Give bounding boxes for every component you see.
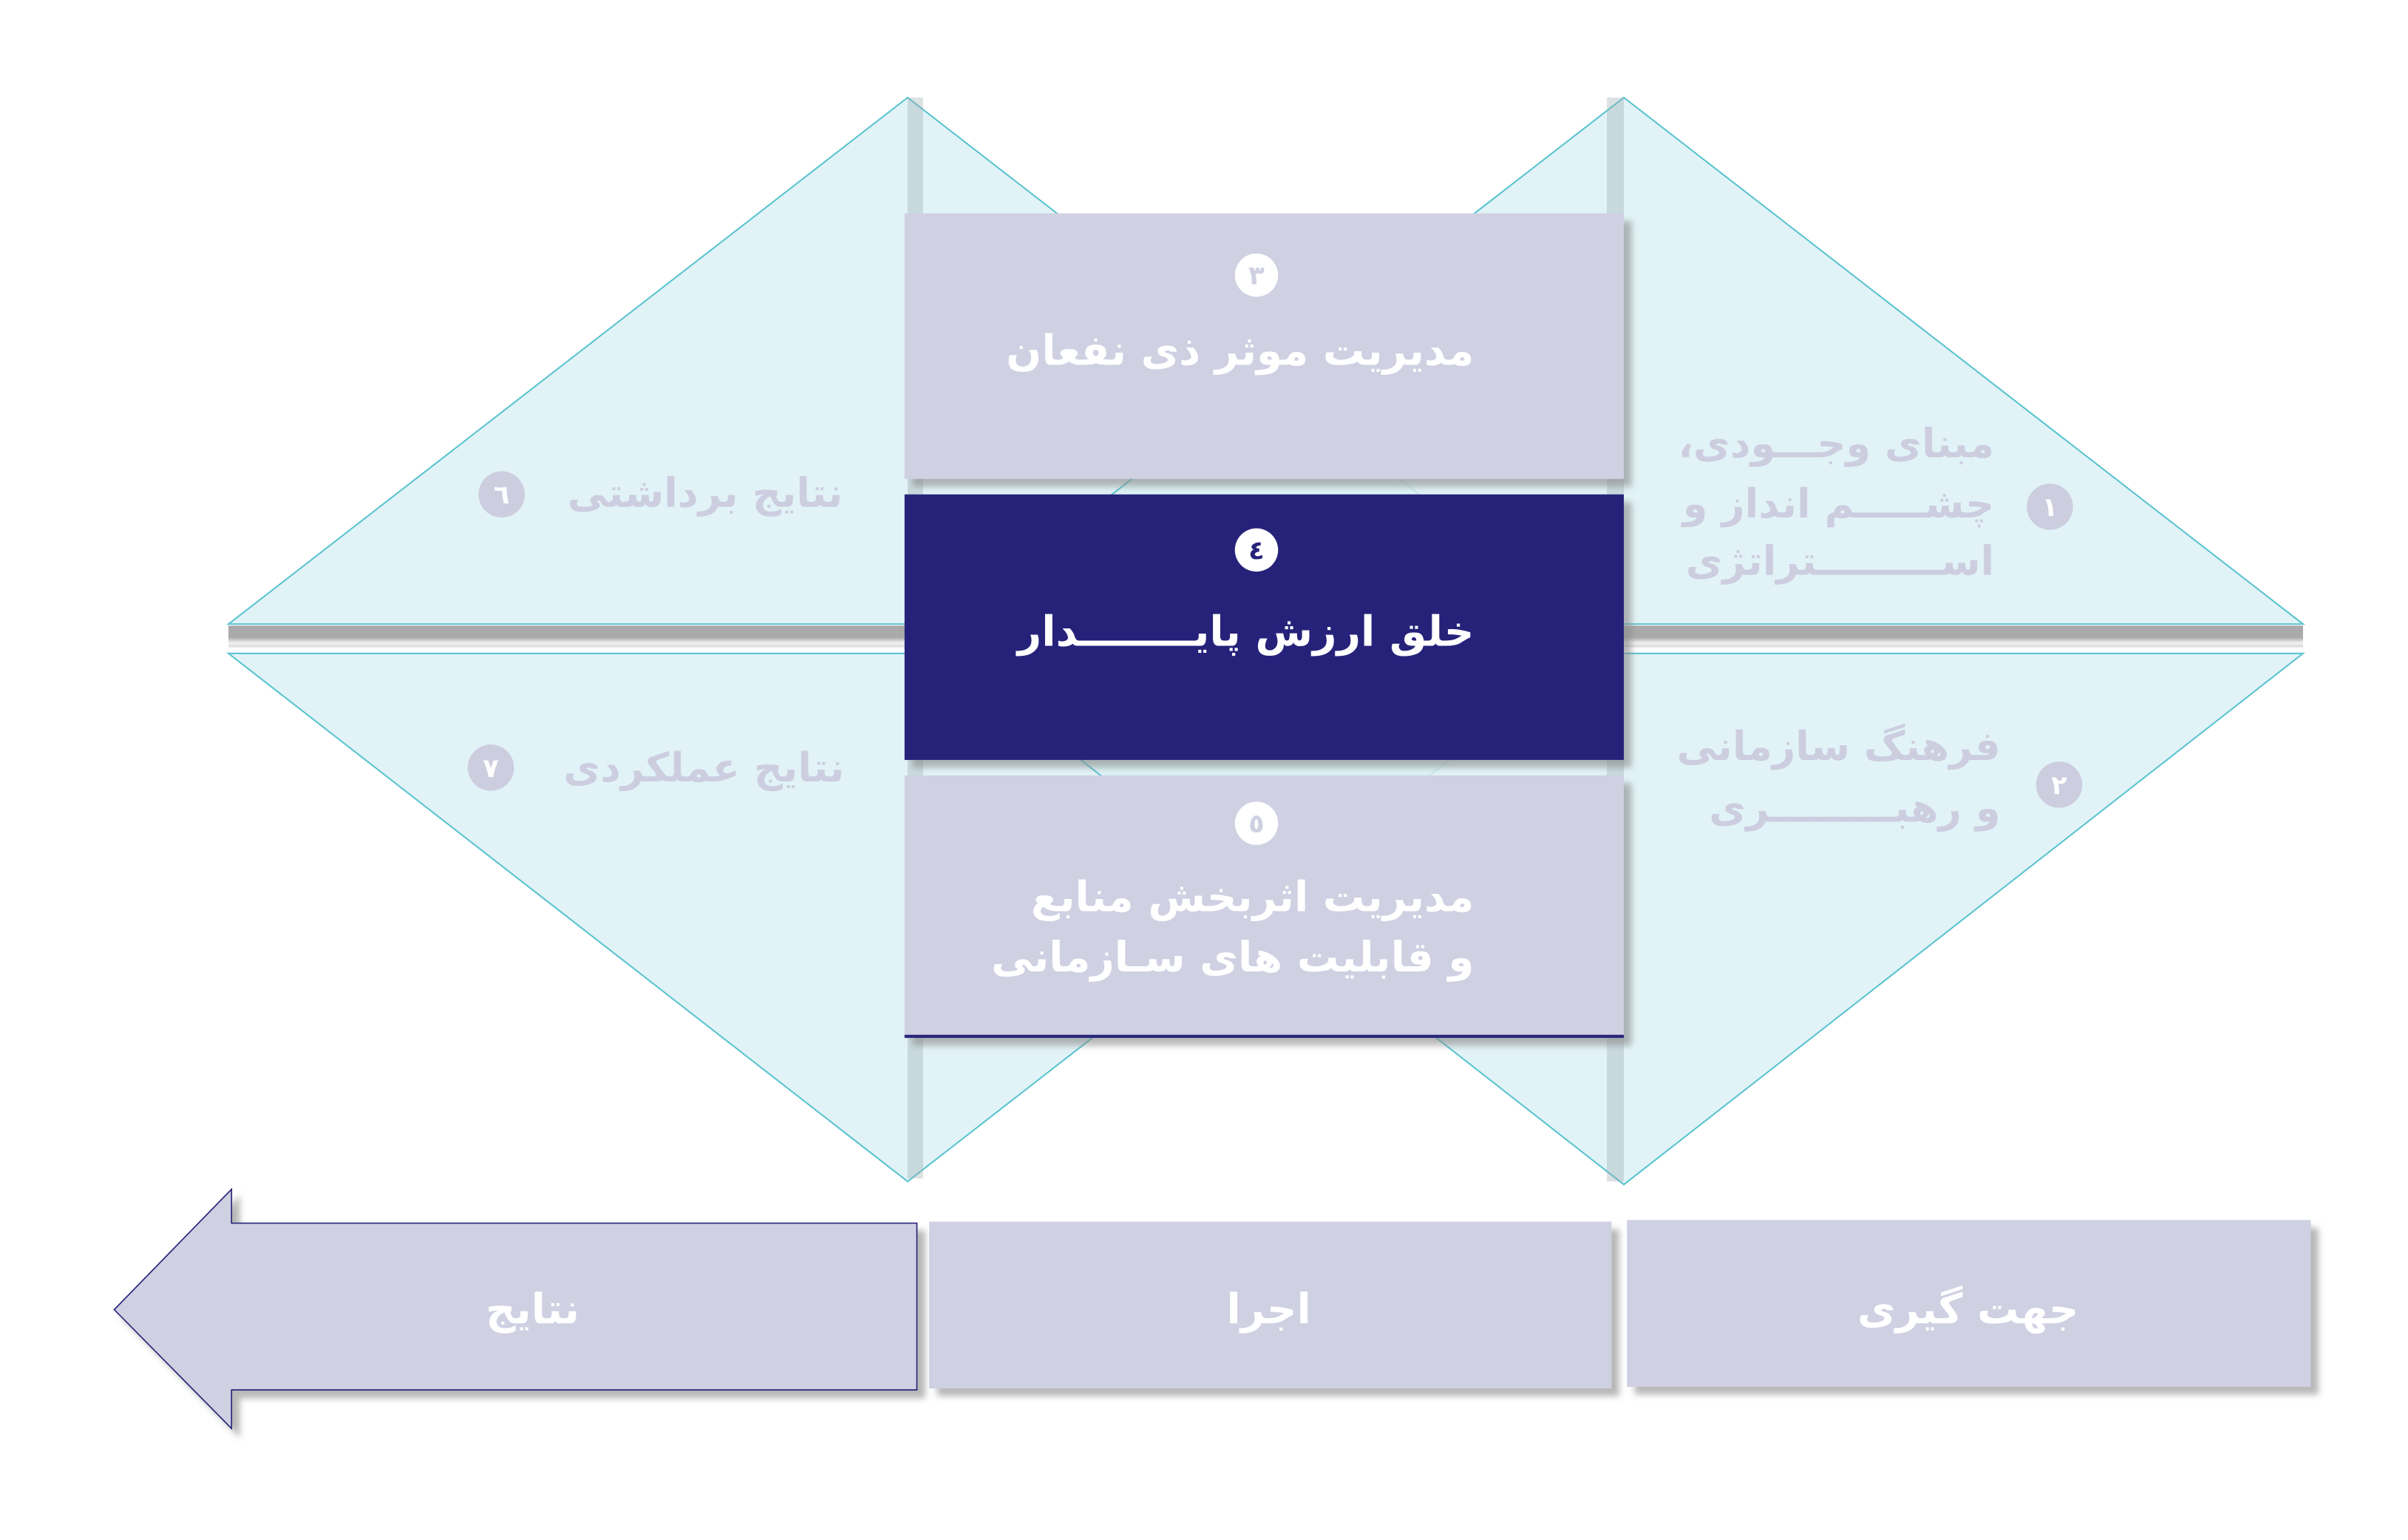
stage-label: اجرا xyxy=(1227,1286,1311,1334)
number-badge-text: ٢ xyxy=(2051,770,2067,801)
number-badge xyxy=(1234,528,1279,572)
stage-execution: اجرا xyxy=(929,1221,1612,1388)
side-item-6: ٦ نتایج برداشتی xyxy=(478,469,843,518)
side-item-line-1: فرهنگ سازمانی xyxy=(1677,723,2001,770)
side-item-line-1: نتایج برداشتی xyxy=(568,469,843,516)
number-badge-text: ٣ xyxy=(1248,261,1265,291)
stage-results-arrow: نتایج xyxy=(113,1187,918,1431)
side-item-line-2: و رهبـــــــــری xyxy=(1709,784,2000,831)
side-item-7: ٧ نتایج عملکردی xyxy=(467,744,844,791)
number-badge-text: ١ xyxy=(2042,492,2058,523)
side-item-1: ١ مبنای وجـــودی، چشـــــم انداز و اســـ… xyxy=(1678,421,2073,584)
side-item-line-1: نتایج عملکردی xyxy=(563,744,844,791)
number-badge xyxy=(1234,253,1279,297)
box-title: مدیریت موثر ذی نفعان xyxy=(1006,327,1474,375)
number-badge xyxy=(478,471,526,518)
side-item-line-1: مبنای وجـــودی، xyxy=(1678,421,1994,467)
number-badge-text: ٦ xyxy=(494,480,510,510)
box-title-line-2: و قابلیت های سـازمانی xyxy=(991,934,1474,982)
center-box-4: ٤ خلق ارزش پایــــــــدار xyxy=(904,494,1625,760)
number-badge xyxy=(467,744,514,791)
number-badge xyxy=(2035,761,2083,808)
box-title-line-1: مدیریت اثربخش منابع xyxy=(1031,874,1475,922)
side-item-line-2: چشـــــم انداز و xyxy=(1681,481,1995,527)
number-badge-text: ٤ xyxy=(1248,535,1265,566)
number-badge-text: ٥ xyxy=(1248,809,1265,839)
stage-label: جهت گیری xyxy=(1857,1285,2079,1334)
stage-orientation: جهت گیری xyxy=(1627,1220,2311,1387)
number-badge xyxy=(2027,484,2073,530)
center-box-3: ٣ مدیریت موثر ذی نفعان xyxy=(904,213,1625,479)
center-box-5: ٥ مدیریت اثربخش منابع و قابلیت های سـازم… xyxy=(904,775,1625,1038)
stage-label: نتایج xyxy=(486,1286,579,1334)
box-title: خلق ارزش پایــــــــدار xyxy=(1016,608,1475,656)
side-item-2: ٢ فرهنگ سازمانی و رهبـــــــــری xyxy=(1677,723,2083,831)
side-item-line-3: اســـــــــتراتژی xyxy=(1686,537,1995,584)
number-badge-text: ٧ xyxy=(483,753,499,784)
number-badge xyxy=(1234,801,1279,845)
